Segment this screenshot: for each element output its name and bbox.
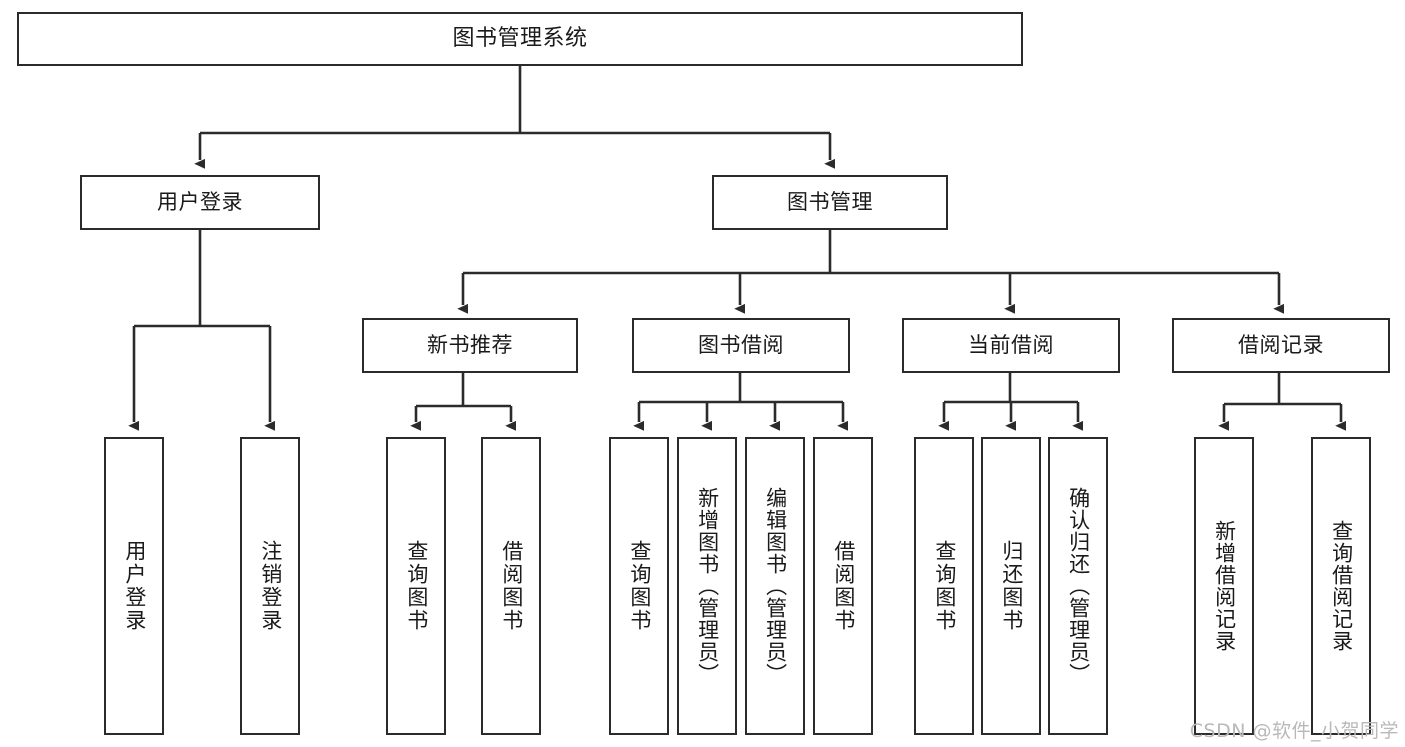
- node-root-label: 图书管理系统: [452, 26, 588, 52]
- leaf-user-login-label: 用户登录: [122, 540, 147, 632]
- leaf-query-book-newbook[interactable]: 查询图书: [386, 437, 446, 735]
- leaf-query-borrow-record-label: 查询借阅记录: [1329, 520, 1354, 652]
- node-new-book-recommendation-label: 新书推荐: [427, 333, 513, 358]
- leaf-borrow-book-borrowing-label: 借阅图书: [831, 540, 856, 632]
- node-current-borrowing[interactable]: 当前借阅: [902, 318, 1120, 373]
- leaf-query-book-current-label: 查询图书: [932, 540, 957, 632]
- leaf-query-borrow-record[interactable]: 查询借阅记录: [1311, 437, 1371, 735]
- node-book-borrowing[interactable]: 图书借阅: [632, 318, 850, 373]
- node-user-login[interactable]: 用户登录: [80, 175, 320, 230]
- node-book-management[interactable]: 图书管理: [712, 175, 948, 230]
- node-book-borrowing-label: 图书借阅: [698, 333, 784, 358]
- leaf-add-book-admin[interactable]: 新增图书（管理员）: [677, 437, 737, 735]
- node-current-borrowing-label: 当前借阅: [968, 333, 1054, 358]
- leaf-return-book[interactable]: 归还图书: [981, 437, 1041, 735]
- node-new-book-recommendation[interactable]: 新书推荐: [362, 318, 578, 373]
- leaf-add-borrow-record-label: 新增借阅记录: [1212, 520, 1237, 652]
- leaf-query-book-borrowing-label: 查询图书: [627, 540, 652, 632]
- leaf-query-book-newbook-label: 查询图书: [404, 540, 429, 632]
- leaf-logout[interactable]: 注销登录: [240, 437, 300, 735]
- node-book-management-label: 图书管理: [787, 190, 873, 215]
- leaf-edit-book-admin[interactable]: 编辑图书（管理员）: [745, 437, 805, 735]
- leaf-add-book-admin-label: 新增图书（管理员）: [695, 487, 720, 685]
- node-borrowing-record-label: 借阅记录: [1238, 333, 1324, 358]
- leaf-borrow-book-borrowing[interactable]: 借阅图书: [813, 437, 873, 735]
- leaf-borrow-book-newbook[interactable]: 借阅图书: [481, 437, 541, 735]
- leaf-user-login[interactable]: 用户登录: [104, 437, 164, 735]
- leaf-confirm-return-admin-label: 确认归还（管理员）: [1066, 487, 1091, 685]
- leaf-query-book-current[interactable]: 查询图书: [914, 437, 974, 735]
- node-root-book-management-system[interactable]: 图书管理系统: [17, 12, 1023, 66]
- leaf-edit-book-admin-label: 编辑图书（管理员）: [763, 487, 788, 685]
- node-borrowing-record[interactable]: 借阅记录: [1172, 318, 1390, 373]
- leaf-confirm-return-admin[interactable]: 确认归还（管理员）: [1048, 437, 1108, 735]
- leaf-borrow-book-newbook-label: 借阅图书: [499, 540, 524, 632]
- leaf-add-borrow-record[interactable]: 新增借阅记录: [1194, 437, 1254, 735]
- leaf-return-book-label: 归还图书: [999, 540, 1024, 632]
- leaf-logout-label: 注销登录: [258, 540, 283, 632]
- node-user-login-label: 用户登录: [157, 190, 243, 215]
- leaf-query-book-borrowing[interactable]: 查询图书: [609, 437, 669, 735]
